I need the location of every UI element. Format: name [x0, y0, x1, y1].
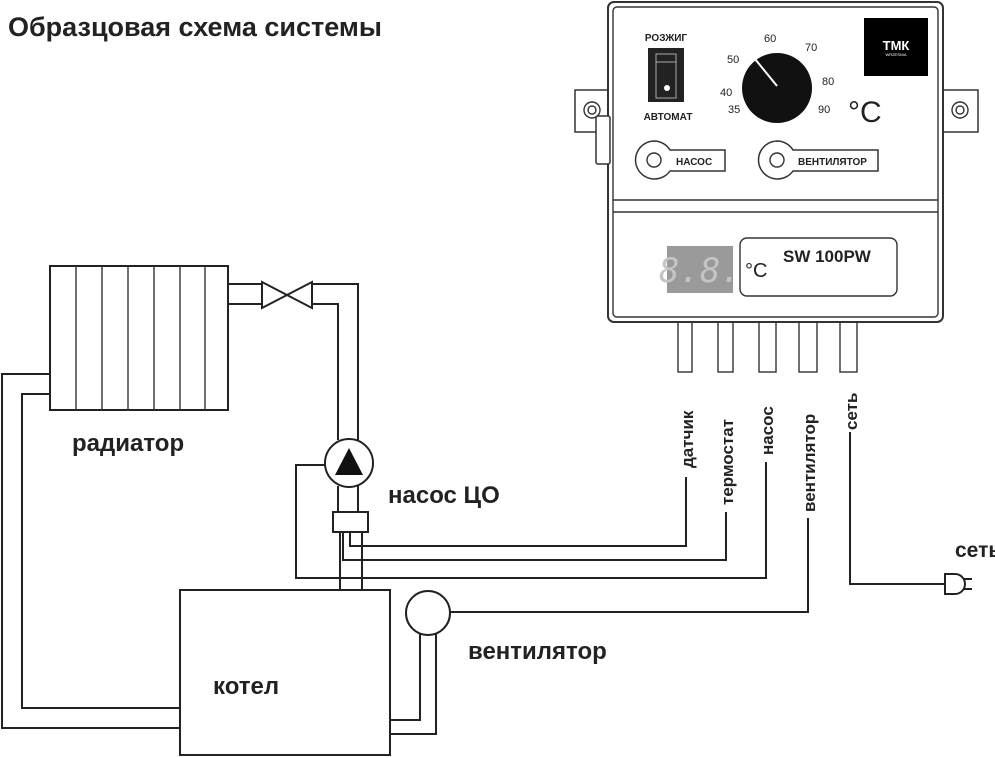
fan-indicator: ВЕНТИЛЯТОР — [757, 140, 879, 180]
svg-text:WRZEŚNIA: WRZEŚNIA — [885, 52, 906, 57]
dial-tick-70: 70 — [805, 42, 817, 54]
valve-icon — [261, 280, 313, 310]
diagram-title: Образцовая схема системы — [8, 12, 382, 42]
dial-tick-50: 50 — [727, 54, 739, 66]
fan-led — [769, 152, 785, 168]
plug-icon — [944, 573, 972, 595]
led-display: 8.8. — [659, 246, 741, 293]
dial-tick-90: 90 — [818, 104, 830, 116]
cable-label-thermostat: термостат — [718, 419, 737, 505]
fan-icon — [405, 590, 451, 636]
fan-label: вентилятор — [468, 638, 607, 665]
radiator-label: радиатор — [72, 430, 184, 457]
mode-switch[interactable] — [648, 48, 684, 102]
cable-stubs — [677, 321, 858, 373]
left-mount-ear — [574, 89, 612, 133]
switch-label-bottom: АВТОМАТ — [644, 112, 693, 123]
fan-indicator-label: ВЕНТИЛЯТОР — [798, 157, 867, 168]
switch-label-top: РОЗЖИГ — [645, 33, 688, 44]
controller: РОЗЖИГ АВТОМАТ 35 40 50 60 70 80 90 °C Т… — [574, 1, 979, 323]
cable-label-mains: сеть — [842, 393, 861, 430]
display-unit: °C — [745, 260, 767, 282]
pump-label: насос ЦО — [388, 482, 500, 509]
dial-tick-35: 35 — [728, 104, 740, 116]
side-latch — [595, 115, 611, 165]
cable-label-fan: вентилятор — [800, 414, 819, 512]
svg-text:8.8.: 8.8. — [659, 251, 741, 291]
cable-label-pump: насос — [758, 406, 777, 455]
pump-led — [646, 152, 662, 168]
wiring — [295, 432, 945, 613]
model-name: SW 100PW — [783, 247, 872, 266]
dial-tick-80: 80 — [822, 76, 834, 88]
boiler — [179, 589, 391, 756]
svg-text:ТМК: ТМК — [883, 38, 910, 53]
dial-tick-60: 60 — [764, 33, 776, 45]
mount-hole — [951, 101, 969, 119]
radiator — [49, 265, 229, 411]
pump-indicator-label: НАСОС — [676, 157, 712, 168]
temperature-dial[interactable] — [742, 53, 812, 123]
cable-label-sensor: датчик — [678, 410, 697, 468]
boiler-label: котел — [213, 673, 279, 700]
unit-celsius: °C — [848, 96, 882, 129]
right-mount-ear — [940, 89, 979, 133]
dial-tick-40: 40 — [720, 87, 732, 99]
model-plate — [739, 237, 898, 297]
mains-label: сеть — [955, 539, 995, 562]
mount-hole — [583, 101, 601, 119]
pump-icon — [324, 438, 374, 533]
pump-indicator: НАСОС — [634, 140, 726, 180]
pipes — [1, 283, 437, 735]
brand-logo: ТМК WRZEŚNIA — [864, 18, 928, 76]
